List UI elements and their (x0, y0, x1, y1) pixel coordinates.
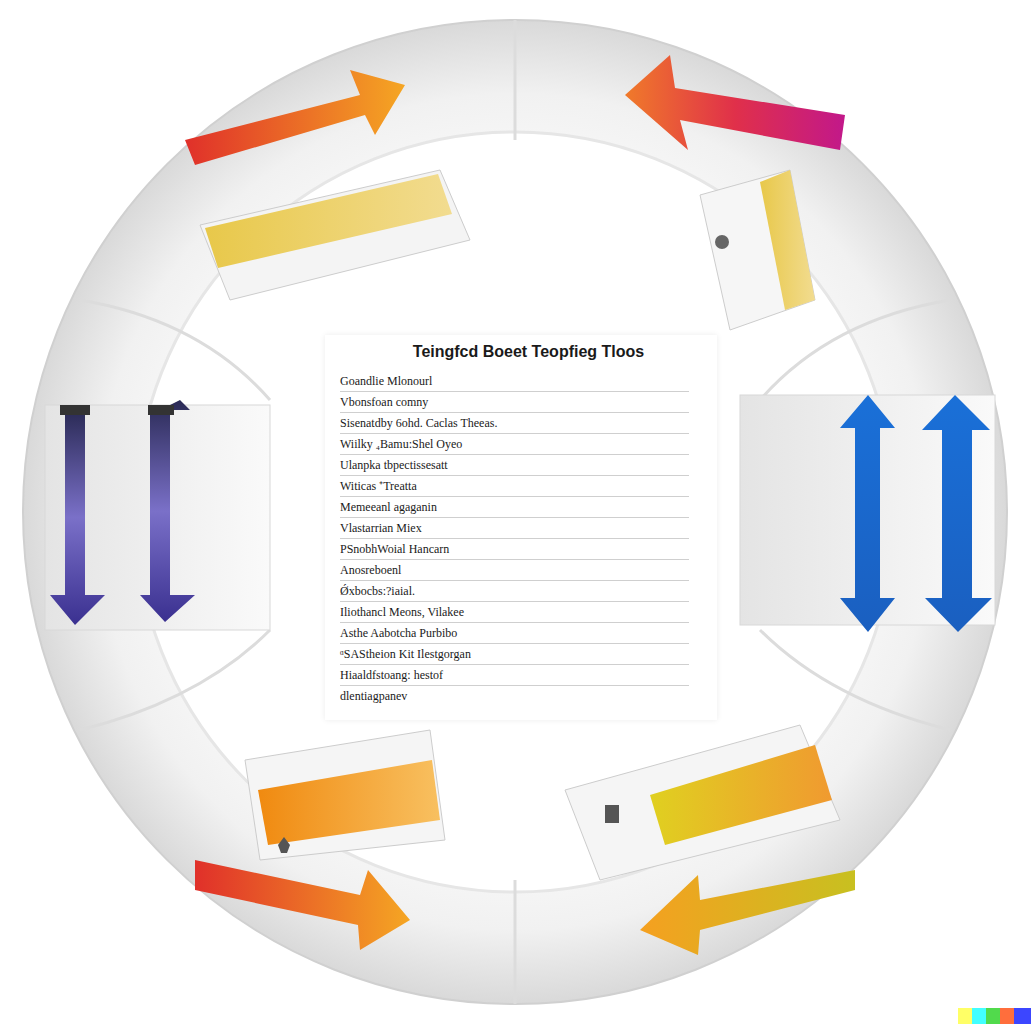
cycle-arrow (625, 55, 845, 150)
list-item: Memeeanl agaganin (340, 497, 689, 518)
cycle-arrow (185, 70, 405, 165)
double-arrow (50, 400, 195, 625)
card-title: Teingfcd Boeet Teopfieg Tloos (340, 337, 717, 371)
list-item: Ulanpka tbpectissesatt (340, 455, 689, 476)
list-item: Sisenatdby 6ohd. Caclas Theeas. (340, 413, 689, 434)
top-right-box (700, 170, 815, 330)
list-item: Asthe Aabotcha Purbibo (340, 623, 689, 644)
list-item: Iliothancl Meons, Vilakee (340, 602, 689, 623)
list-item: PSnobhWoial Hancarn (340, 539, 689, 560)
top-left-box (200, 170, 470, 300)
list-item: Vlastarrian Miex (340, 518, 689, 539)
list-item: Goandlie Mlonourl (340, 371, 689, 392)
color-watermark (958, 1008, 1031, 1024)
list-item: Witicas ⁺Treatta (340, 476, 689, 497)
list-item: Anosreboenl (340, 560, 689, 581)
list-item: ᵅSAStheion Kit Ilestgorgan (340, 644, 689, 665)
bottom-right-box (565, 725, 840, 880)
list-item: dlentiagpanev (340, 686, 689, 706)
list-item: Ǿxbocbs:?iaial. (340, 581, 689, 602)
bottom-left-box (245, 730, 445, 860)
cycle-arrow (195, 860, 410, 950)
cycle-arrow (640, 870, 855, 955)
outer-ring (23, 20, 1007, 1004)
list-item: Hiaaldfstoang: hestof (340, 665, 689, 686)
list-item: Vbonsfoan comny (340, 392, 689, 413)
double-arrow (840, 395, 992, 632)
list-card: Teingfcd Boeet Teopfieg TloosGoandlie Ml… (325, 335, 717, 720)
list-item: Wiilky ₄Bamu:Shel Oyeo (340, 434, 689, 455)
